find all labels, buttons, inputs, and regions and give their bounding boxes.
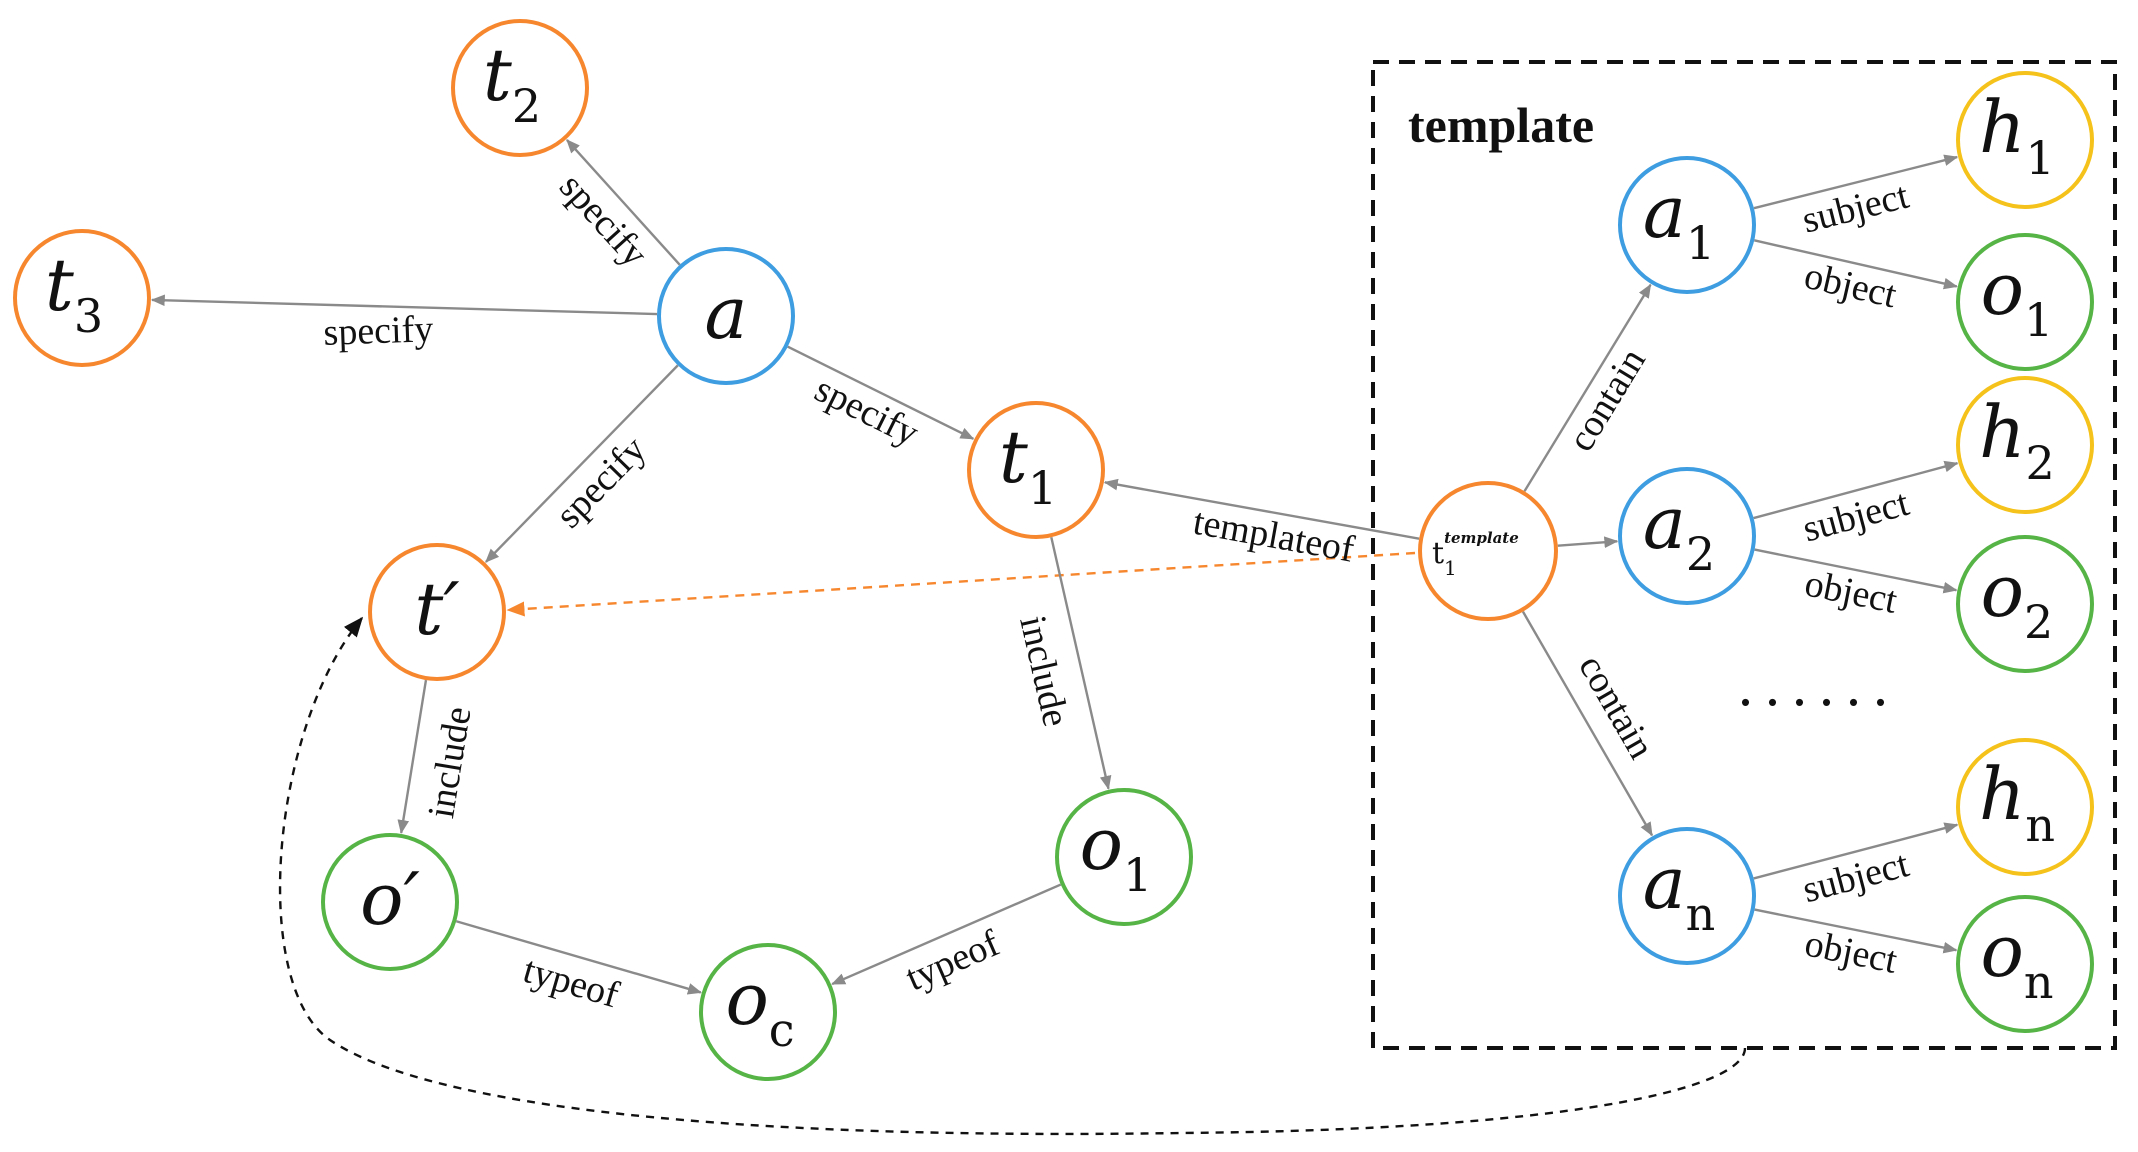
node-t3-circle — [13, 229, 151, 367]
node-o1-template-circle — [1956, 233, 2094, 371]
node-t2-circle — [451, 19, 589, 157]
template-box-frame — [1371, 60, 2117, 1050]
edge-label-a-to-t3: specify — [323, 308, 434, 354]
node-t3-label: t3 — [45, 243, 103, 343]
node-h1-circle — [1956, 71, 2094, 209]
node-o1-template: o1 — [1956, 233, 2094, 371]
node-t-prime: t′ — [368, 543, 506, 681]
node-o-prime-label: o′ — [360, 857, 420, 941]
edge-a2-to-o2 — [1754, 548, 1958, 594]
node-h2: h2 — [1956, 376, 2094, 514]
edge-a-to-t3 — [150, 294, 658, 316]
node-on-label: on — [1981, 909, 2054, 1009]
edge-op-to-oc — [455, 920, 702, 995]
edge-label-o1m-to-oc: typeof — [900, 922, 1006, 999]
node-oc: oc — [699, 943, 837, 1081]
node-a2-circle — [1618, 467, 1756, 605]
node-hn-label: hn — [1979, 752, 2055, 852]
node-t1-label: t1 — [999, 415, 1057, 515]
edge-label-tt-to-an: contain — [1570, 648, 1662, 766]
node-o2-label: o2 — [1981, 549, 2054, 649]
node-h2-circle — [1956, 376, 2094, 514]
node-o1-main-label: o1 — [1080, 802, 1153, 902]
node-o-prime: o′ — [321, 833, 459, 971]
template-feedback-curve — [278, 616, 1747, 1136]
actions-ellipsis: ...... — [1738, 652, 1900, 718]
edge-t1-to-o1m — [1050, 537, 1112, 790]
edge-label-an-to-hn: subject — [1798, 843, 1913, 911]
edge-label-tt-to-t1: templateof — [1190, 501, 1358, 571]
edge-label-tt-to-a1: contain — [1560, 341, 1654, 458]
node-on-circle — [1956, 895, 2094, 1033]
edge-tt-to-a1 — [1523, 283, 1652, 492]
node-an-circle — [1618, 827, 1756, 965]
node-h1-label: h1 — [1979, 85, 2055, 185]
node-a-circle — [657, 247, 795, 385]
node-o1-main-circle — [1055, 788, 1193, 926]
edge-label-a1-to-o1t: object — [1801, 255, 1901, 317]
edge-a1-to-h1 — [1753, 154, 1959, 210]
node-hn-circle — [1956, 738, 2094, 876]
edge-a-to-tp — [485, 364, 679, 563]
node-h2-label: h2 — [1979, 390, 2055, 490]
node-oc-circle — [699, 943, 837, 1081]
edge-label-a2-to-h2: subject — [1798, 482, 1913, 551]
edge-label-tp-to-op: include — [420, 704, 479, 821]
edge-label-a-to-t1: specify — [808, 368, 925, 454]
edge-label-an-to-on: object — [1801, 922, 1901, 982]
node-t1-circle — [967, 401, 1105, 539]
node-t3: t3 — [13, 229, 151, 367]
node-a1-label: a1 — [1643, 170, 1715, 270]
edge-label-t1-to-o1m: include — [1011, 612, 1077, 730]
node-hn: hn — [1956, 738, 2094, 876]
template-instance-link — [506, 551, 1416, 617]
node-t-prime-circle — [368, 543, 506, 681]
node-h1: h1 — [1956, 71, 2094, 209]
edge-a-to-t2 — [566, 139, 681, 266]
edge-label-a2-to-o2: object — [1801, 562, 1901, 622]
edge-an-to-hn — [1753, 822, 1959, 880]
edge-tt-to-t1 — [1103, 478, 1420, 540]
node-t-prime-label: t′ — [414, 567, 459, 651]
node-o-prime-circle — [321, 833, 459, 971]
node-a2: a2 — [1618, 467, 1756, 605]
node-o2-circle — [1956, 535, 2094, 673]
edge-label-a1-to-h1: subject — [1798, 175, 1913, 242]
template-box-title: template — [1408, 97, 1594, 153]
node-o1-template-label: o1 — [1981, 247, 2054, 347]
edge-a1-to-o1t — [1754, 239, 1958, 290]
node-o1-main: o1 — [1055, 788, 1193, 926]
node-an: an — [1618, 827, 1756, 965]
node-a1-circle — [1618, 156, 1756, 294]
edge-tt-to-a2 — [1557, 536, 1619, 549]
edge-label-op-to-oc: typeof — [519, 949, 624, 1017]
edge-a2-to-h2 — [1753, 460, 1959, 520]
node-t1: t1 — [967, 401, 1105, 539]
edge-o1m-to-oc — [831, 883, 1062, 986]
node-t1-template-subscript: 1 — [1444, 556, 1457, 580]
edge-an-to-on — [1754, 908, 1958, 954]
node-t1-template-label: ttemplate — [1432, 529, 1519, 571]
node-a1: a1 — [1618, 156, 1756, 294]
node-t2: t2 — [451, 19, 589, 157]
edge-tp-to-op — [397, 679, 428, 835]
node-a-label: a — [705, 271, 748, 355]
edge-tt-to-an — [1521, 611, 1654, 837]
node-t1-template-circle — [1418, 481, 1558, 621]
edge-a-to-t1 — [787, 345, 975, 440]
node-a: a — [657, 247, 795, 385]
node-an-label: an — [1643, 841, 1716, 941]
node-o2: o2 — [1956, 535, 2094, 673]
node-on: on — [1956, 895, 2094, 1033]
node-a2-label: a2 — [1643, 481, 1715, 581]
node-oc-label: oc — [725, 957, 794, 1057]
node-t2-label: t2 — [483, 33, 541, 133]
